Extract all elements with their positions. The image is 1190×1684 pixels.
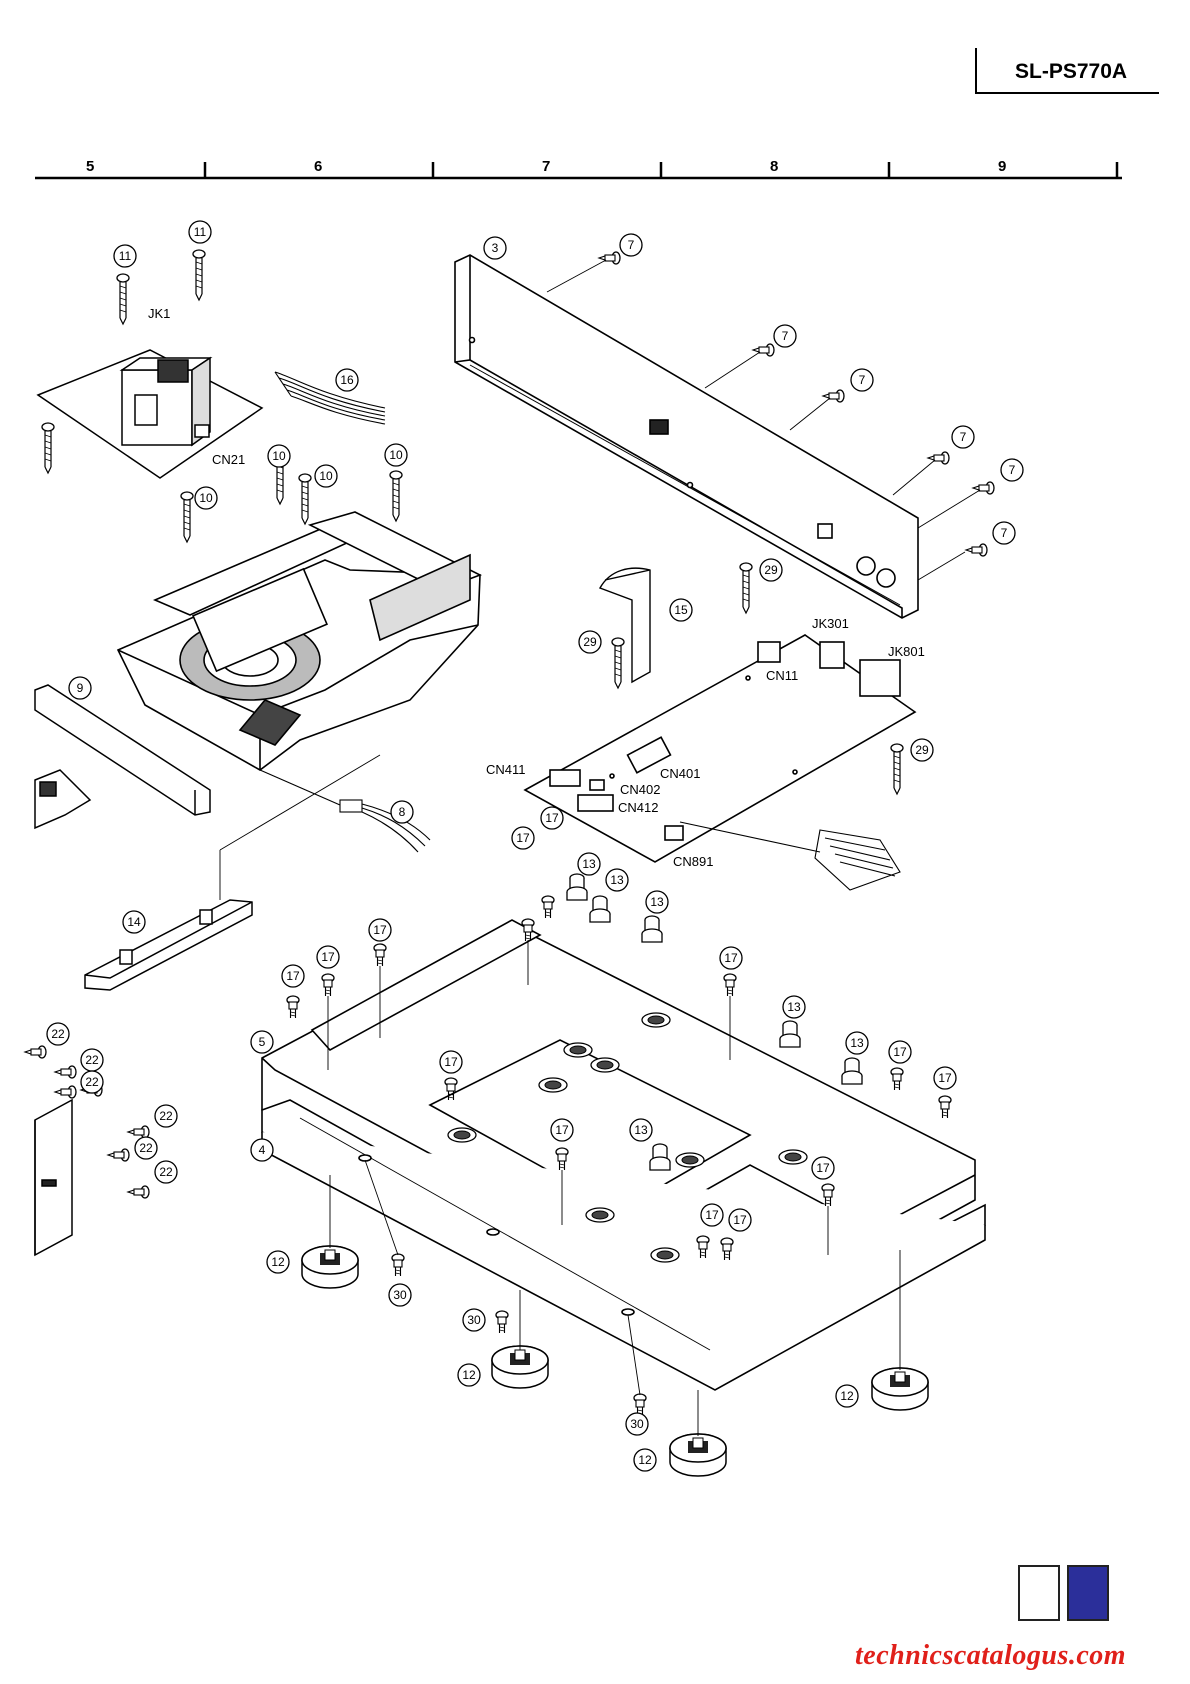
svg-text:9: 9 <box>77 681 84 695</box>
svg-text:22: 22 <box>139 1141 153 1155</box>
svg-text:10: 10 <box>389 448 403 462</box>
svg-text:14: 14 <box>127 915 141 929</box>
front-panel-partial <box>35 770 90 828</box>
svg-text:17: 17 <box>705 1208 719 1222</box>
svg-text:7: 7 <box>960 430 967 444</box>
svg-text:22: 22 <box>85 1053 99 1067</box>
svg-text:16: 16 <box>340 373 354 387</box>
svg-text:10: 10 <box>319 469 333 483</box>
svg-text:17: 17 <box>893 1045 907 1059</box>
svg-text:12: 12 <box>840 1389 854 1403</box>
cd-mechanism <box>118 512 480 770</box>
label-cn402: CN402 <box>620 782 660 797</box>
rear-panel <box>455 255 918 618</box>
svg-text:13: 13 <box>850 1036 864 1050</box>
prev-page-button[interactable] <box>1018 1565 1060 1621</box>
svg-text:12: 12 <box>462 1368 476 1382</box>
svg-text:30: 30 <box>630 1417 644 1431</box>
svg-text:7: 7 <box>628 238 635 252</box>
svg-text:22: 22 <box>159 1165 173 1179</box>
svg-text:17: 17 <box>724 951 738 965</box>
svg-text:8: 8 <box>399 805 406 819</box>
svg-text:22: 22 <box>159 1109 173 1123</box>
svg-text:17: 17 <box>545 811 559 825</box>
label-jk801: JK801 <box>888 644 925 659</box>
label-cn411: CN411 <box>486 762 526 777</box>
svg-text:12: 12 <box>271 1255 285 1269</box>
svg-text:3: 3 <box>492 241 499 255</box>
label-cn11: CN11 <box>766 668 798 683</box>
label-cn412: CN412 <box>618 800 658 815</box>
svg-text:7: 7 <box>859 373 866 387</box>
svg-text:17: 17 <box>816 1161 830 1175</box>
svg-text:17: 17 <box>516 831 530 845</box>
svg-text:10: 10 <box>272 449 286 463</box>
svg-text:17: 17 <box>373 923 387 937</box>
svg-text:13: 13 <box>610 873 624 887</box>
svg-text:29: 29 <box>583 635 597 649</box>
svg-text:11: 11 <box>194 225 207 239</box>
svg-text:15: 15 <box>674 603 688 617</box>
svg-text:17: 17 <box>286 969 300 983</box>
svg-text:11: 11 <box>119 249 132 263</box>
svg-text:10: 10 <box>199 491 213 505</box>
svg-text:22: 22 <box>51 1027 65 1041</box>
side-bracket <box>35 1100 72 1255</box>
svg-text:4: 4 <box>259 1143 266 1157</box>
svg-text:7: 7 <box>1001 526 1008 540</box>
svg-text:17: 17 <box>733 1213 747 1227</box>
svg-text:7: 7 <box>782 329 789 343</box>
svg-text:30: 30 <box>393 1288 407 1302</box>
svg-text:22: 22 <box>85 1075 99 1089</box>
svg-text:7: 7 <box>1009 463 1016 477</box>
watermark: technicscatalogus.com <box>855 1640 1126 1672</box>
svg-text:17: 17 <box>938 1071 952 1085</box>
svg-text:13: 13 <box>650 895 664 909</box>
svg-text:13: 13 <box>634 1123 648 1137</box>
svg-text:30: 30 <box>467 1313 481 1327</box>
label-cn401: CN401 <box>660 766 700 781</box>
label-jk301: JK301 <box>812 616 849 631</box>
label-cn21: CN21 <box>212 452 245 467</box>
svg-text:12: 12 <box>638 1453 652 1467</box>
svg-text:13: 13 <box>787 1000 801 1014</box>
svg-text:17: 17 <box>555 1123 569 1137</box>
flat-cable-15 <box>600 568 650 682</box>
svg-text:29: 29 <box>915 743 929 757</box>
label-jk1: JK1 <box>148 306 170 321</box>
svg-text:29: 29 <box>764 563 778 577</box>
ribbon-cable-16 <box>275 372 385 424</box>
label-cn891: CN891 <box>673 854 713 869</box>
svg-text:13: 13 <box>582 857 596 871</box>
main-pcb <box>525 635 915 862</box>
next-page-button[interactable] <box>1067 1565 1109 1621</box>
svg-text:5: 5 <box>259 1035 266 1049</box>
svg-text:17: 17 <box>444 1055 458 1069</box>
svg-text:17: 17 <box>321 950 335 964</box>
column-ruler <box>35 162 1122 178</box>
